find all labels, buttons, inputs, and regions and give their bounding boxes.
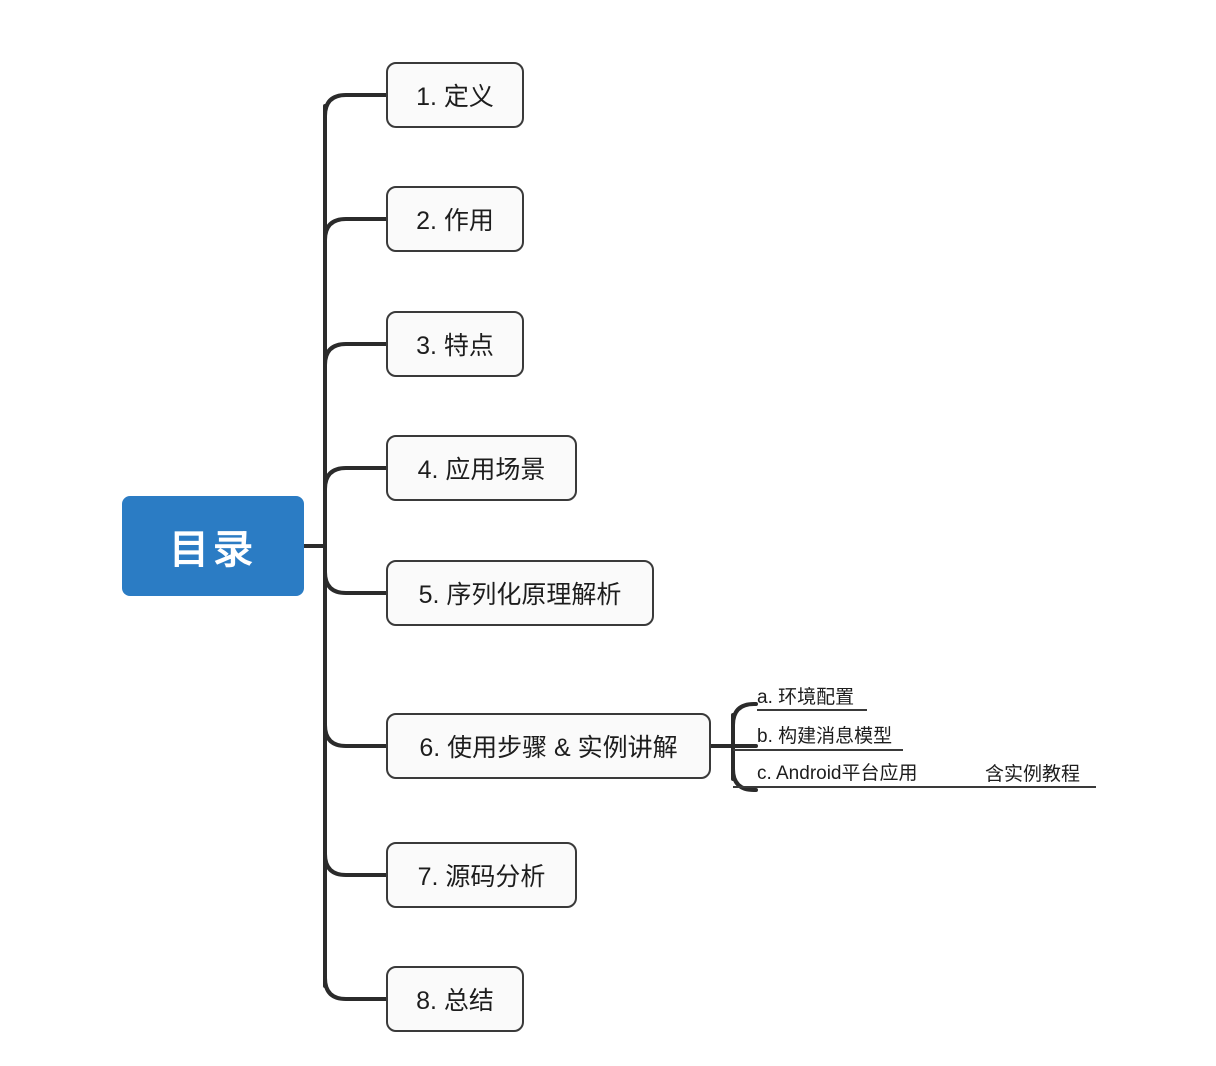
sub-node-c-label: c. Android平台应用 [757, 763, 918, 784]
connector-branch-4 [323, 466, 388, 491]
connector-branch-8 [323, 976, 388, 1001]
connector-branch-3 [323, 342, 388, 367]
sub-node-a-label: a. 环境配置 [757, 687, 855, 708]
branch-node-7-label: 7. 源码分析 [417, 863, 546, 891]
annotation-example-tutorial-label: 含实例教程 [985, 764, 1081, 785]
sub-node-a-underline [757, 709, 867, 711]
branch-node-5[interactable]: 5. 序列化原理解析 [386, 560, 654, 626]
branch-node-4[interactable]: 4. 应用场景 [386, 435, 577, 501]
branch-node-1[interactable]: 1. 定义 [386, 62, 524, 128]
branch-node-6-label: 6. 使用步骤 & 实例讲解 [419, 734, 678, 762]
branch-node-1-label: 1. 定义 [416, 83, 494, 111]
branch-node-6[interactable]: 6. 使用步骤 & 实例讲解 [386, 713, 711, 779]
sub-node-b-underline [733, 749, 903, 751]
sub-node-b-label: b. 构建消息模型 [757, 726, 893, 747]
root-node[interactable]: 目录 [122, 496, 304, 596]
connector-branch-7 [323, 852, 388, 877]
branch-node-8-label: 8. 总结 [416, 987, 494, 1015]
root-node-label: 目录 [169, 528, 257, 572]
branch-node-5-label: 5. 序列化原理解析 [418, 581, 622, 609]
connector-branch-1 [323, 93, 388, 118]
branch-node-2[interactable]: 2. 作用 [386, 186, 524, 252]
connector-sub-a [731, 702, 758, 727]
branch-node-8[interactable]: 8. 总结 [386, 966, 524, 1032]
branch-node-3[interactable]: 3. 特点 [386, 311, 524, 377]
branch-node-4-label: 4. 应用场景 [417, 456, 546, 484]
annotation-example-tutorial[interactable]: 含实例教程 [985, 759, 1080, 786]
sub-node-c-underline [733, 786, 1096, 788]
sub-node-c[interactable]: c. Android平台应用 [757, 759, 918, 785]
connector-branch-2 [323, 217, 388, 242]
branch-node-3-label: 3. 特点 [416, 332, 494, 360]
connector-branch-6 [323, 723, 388, 748]
sub-node-a[interactable]: a. 环境配置 [757, 683, 854, 709]
branch-node-2-label: 2. 作用 [416, 207, 494, 235]
sub-node-b[interactable]: b. 构建消息模型 [757, 722, 892, 748]
branch-node-7[interactable]: 7. 源码分析 [386, 842, 577, 908]
connector-branch-5 [323, 570, 388, 595]
